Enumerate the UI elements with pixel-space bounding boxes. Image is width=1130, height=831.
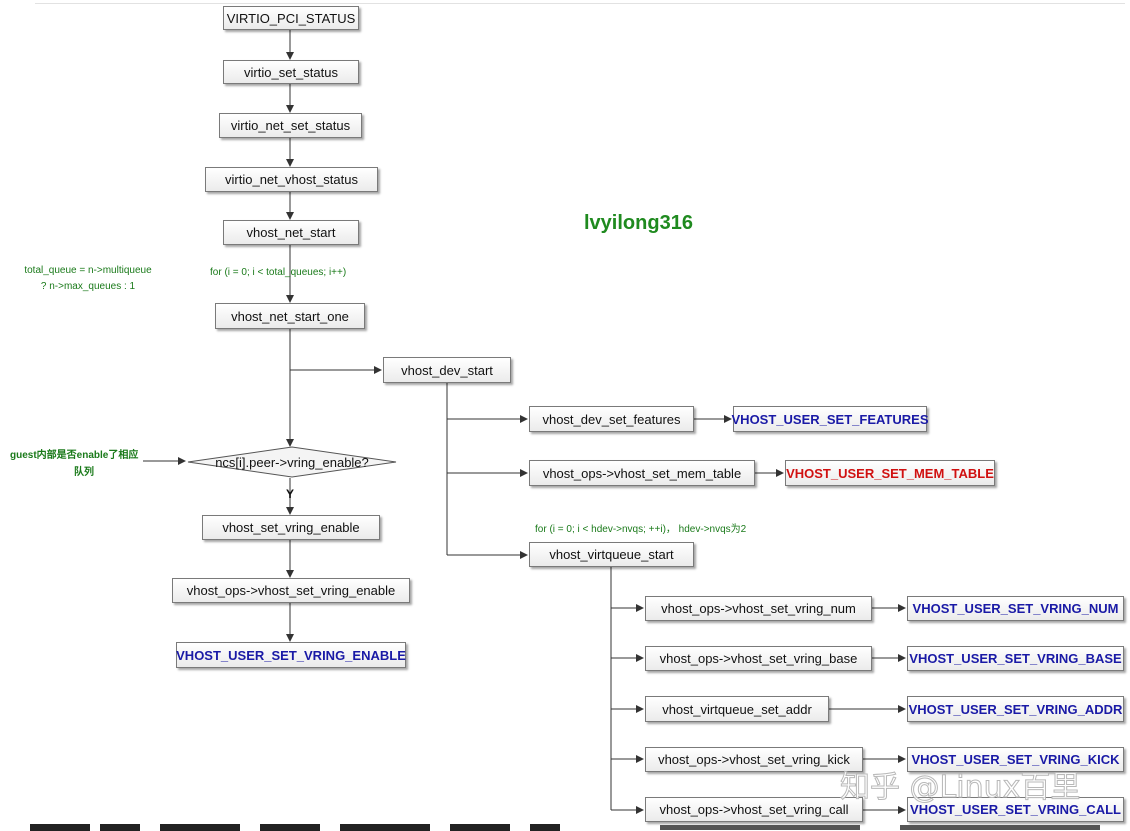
vhost-user-set-vring-kick-msg: VHOST_USER_SET_VRING_KICK [907,747,1124,772]
virtio-set-status-node: virtio_set_status [223,60,359,84]
vhost-net-start-one-node: vhost_net_start_one [215,303,365,329]
top-rule [35,3,1125,4]
zhihu-watermark: 知乎 @Linux百里 [839,770,1081,806]
vhost-set-vring-enable-node: vhost_set_vring_enable [202,515,380,540]
total-queue-note-line2: ? n->max_queues : 1 [40,281,136,292]
vhost-dev-set-features-node: vhost_dev_set_features [529,406,694,432]
virtqueue-set-addr-node: vhost_virtqueue_set_addr [645,696,829,722]
vhost-user-set-vring-base-msg: VHOST_USER_SET_VRING_BASE [907,646,1124,671]
vhost-user-set-vring-enable-msg: VHOST_USER_SET_VRING_ENABLE [176,642,406,668]
vhost-user-set-vring-addr-msg: VHOST_USER_SET_VRING_ADDR [907,696,1124,722]
total-queues-loop-note: for (i = 0; i < total_queues; i++) [210,267,347,278]
set-vring-num-node: vhost_ops->vhost_set_vring_num [645,596,872,621]
cropped-bottom-content [30,824,1100,831]
set-vring-call-node: vhost_ops->vhost_set_vring_call [645,797,863,822]
total-queue-note-line1: total_queue = n->multiqueue [24,265,152,276]
nvqs-loop-note: for (i = 0; i < hdev->nvqs; ++i)， hdev->… [535,524,747,535]
decision-yes-label: Y [286,487,295,501]
vring-enable-decision-label: ncs[i].peer->vring_enable? [215,454,369,470]
set-vring-base-node: vhost_ops->vhost_set_vring_base [645,646,872,671]
vhost-user-set-vring-call-msg: VHOST_USER_SET_VRING_CALL [907,797,1124,822]
set-vring-kick-node: vhost_ops->vhost_set_vring_kick [645,747,863,772]
vhost-net-start-node: vhost_net_start [223,220,359,245]
virtio-pci-status-node: VIRTIO_PCI_STATUS [223,6,359,30]
vhost-user-set-features-msg: VHOST_USER_SET_FEATURES [732,406,928,432]
vhost-user-set-vring-num-msg: VHOST_USER_SET_VRING_NUM [907,596,1124,621]
vhost-user-set-mem-table-msg: VHOST_USER_SET_MEM_TABLE [785,460,995,486]
virtio-net-vhost-status-node: virtio_net_vhost_status [205,167,378,192]
vhost-virtqueue-start-node: vhost_virtqueue_start [529,542,694,567]
author-watermark: lvyilong316 [584,212,693,234]
guest-enable-note-line2: 队列 [74,467,94,478]
guest-enable-note-line1: guest内部是否enable了相应 [10,450,139,461]
vhost-dev-start-node: vhost_dev_start [383,357,511,383]
vhost-set-mem-table-node: vhost_ops->vhost_set_mem_table [529,460,755,486]
virtio-net-set-status-node: virtio_net_set_status [219,113,362,138]
ops-set-vring-enable-node: vhost_ops->vhost_set_vring_enable [172,578,410,603]
decision-diamond [187,446,397,478]
